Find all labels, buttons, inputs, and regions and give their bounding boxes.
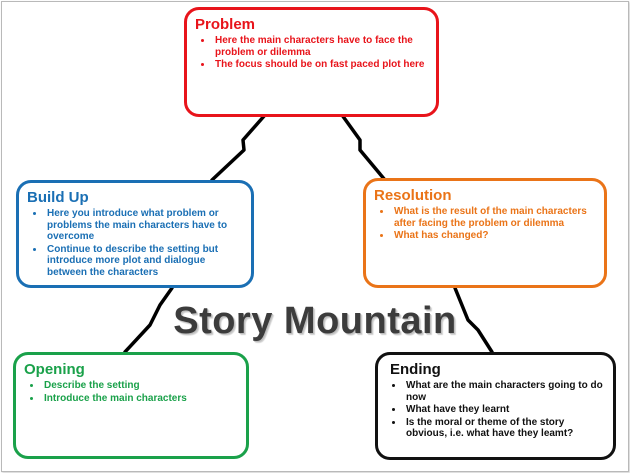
resolution-box: Resolution What is the result of the mai… [363,178,607,288]
ending-box: Ending What are the main characters goin… [375,352,616,460]
resolution-point: What is the result of the main character… [392,206,596,229]
opening-box: Opening Describe the setting Introduce t… [13,352,249,459]
ending-point: Is the moral or theme of the story obvio… [404,417,605,440]
build-up-list: Here you introduce what problem or probl… [27,208,243,278]
connector-buildup-to-problem [210,113,267,182]
build-up-box: Build Up Here you introduce what problem… [16,180,254,288]
ending-heading: Ending [390,361,441,378]
opening-heading: Opening [24,361,85,378]
resolution-heading: Resolution [374,187,452,204]
resolution-point: What has changed? [392,230,596,242]
opening-point: Describe the setting [42,380,238,392]
opening-point: Introduce the main characters [42,393,238,405]
build-up-point: Continue to describe the setting but int… [45,244,243,279]
problem-point: Here the main characters have to face th… [213,35,428,58]
build-up-heading: Build Up [27,189,89,206]
story-mountain-title: Story Mountain [173,300,457,342]
ending-list: What are the main characters going to do… [386,380,605,440]
connector-opening-to-buildup [123,286,174,354]
problem-heading: Problem [195,16,256,33]
ending-point: What are the main characters going to do… [404,380,605,403]
connector-resolution-to-ending [453,286,494,354]
opening-list: Describe the setting Introduce the main … [24,380,238,404]
problem-point: The focus should be on fast paced plot h… [213,59,428,71]
problem-box: Problem Here the main characters have to… [184,7,439,117]
connector-problem-to-resolution [340,113,387,182]
problem-list: Here the main characters have to face th… [195,35,428,71]
ending-point: What have they learnt [404,404,605,416]
resolution-list: What is the result of the main character… [374,206,596,242]
build-up-point: Here you introduce what problem or probl… [45,208,243,243]
